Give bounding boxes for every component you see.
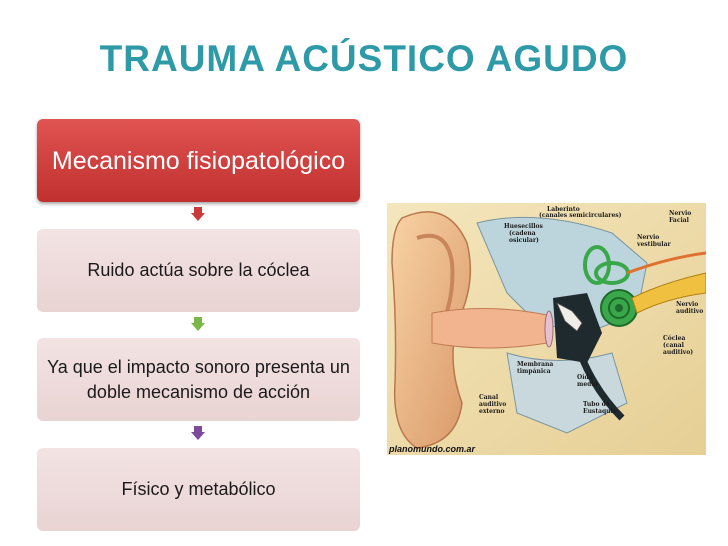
label-trompa: Tubo de (583, 401, 610, 408)
flow-step-physical-metabolic: Físico y metabólico (37, 448, 360, 531)
label-osicular: osicular) (509, 237, 539, 244)
cochlea-center (615, 304, 623, 312)
label-nervio-facial: Facial (669, 217, 690, 224)
label-nervio-vestibular: vestibular (636, 241, 671, 248)
ear-anatomy-illustration: Laberinto (canales semicirculares) Huese… (387, 203, 706, 455)
down-arrow-red-shape (191, 207, 205, 221)
label-canal-auditivo: externo (479, 408, 505, 415)
facial-nerve (626, 251, 706, 275)
label-membrana: Membrana (517, 361, 553, 368)
label-canal-auditivo: auditivo (479, 401, 506, 408)
ear-canal (431, 307, 548, 349)
eustachian-tube (578, 356, 625, 421)
image-credit: planomundo.com.ar (389, 444, 476, 454)
label-nervio-auditivo: auditivo (676, 308, 703, 315)
cochlea-spiral (608, 297, 630, 319)
flow-step-impact: Ya que el impacto sonoro presenta un dob… (37, 338, 360, 421)
down-arrow-icon (191, 317, 205, 331)
label-oido-medio: Oído (577, 374, 593, 381)
down-arrow-purple-shape (191, 426, 205, 440)
label-coclea: auditivo) (663, 349, 693, 356)
label-canal-auditivo: Canal (479, 394, 499, 401)
label-nervio-facial: Nervio (669, 210, 691, 217)
flow-step-mechanism: Mecanismo fisiopatológico (37, 119, 360, 202)
label-oido-medio: medio (577, 381, 598, 388)
down-arrow-icon (191, 426, 205, 440)
tympanic-membrane (544, 310, 554, 348)
label-canales: (canales semicirculares) (539, 212, 622, 219)
label-huesecillos: Huesecillos (504, 223, 544, 230)
label-cadena: (cadena (509, 230, 536, 237)
flow-step-noise: Ruido actúa sobre la cóclea (37, 229, 360, 312)
label-coclea: (canal (663, 342, 685, 349)
slide-title: TRAUMA ACÚSTICO AGUDO (99, 38, 629, 79)
down-arrow-icon (191, 207, 205, 221)
auditory-nerve (631, 272, 706, 314)
ossicles (556, 302, 583, 332)
label-coclea: Cóclea (663, 335, 686, 342)
label-membrana: timpánica (517, 368, 551, 375)
down-arrow-green-shape (191, 317, 205, 331)
label-nervio-auditivo: Nervio (676, 301, 698, 308)
label-laberinto: Laberinto (547, 206, 580, 213)
label-nervio-vestibular: Nervio (637, 234, 659, 241)
label-trompa: Eustaquio (583, 408, 617, 415)
